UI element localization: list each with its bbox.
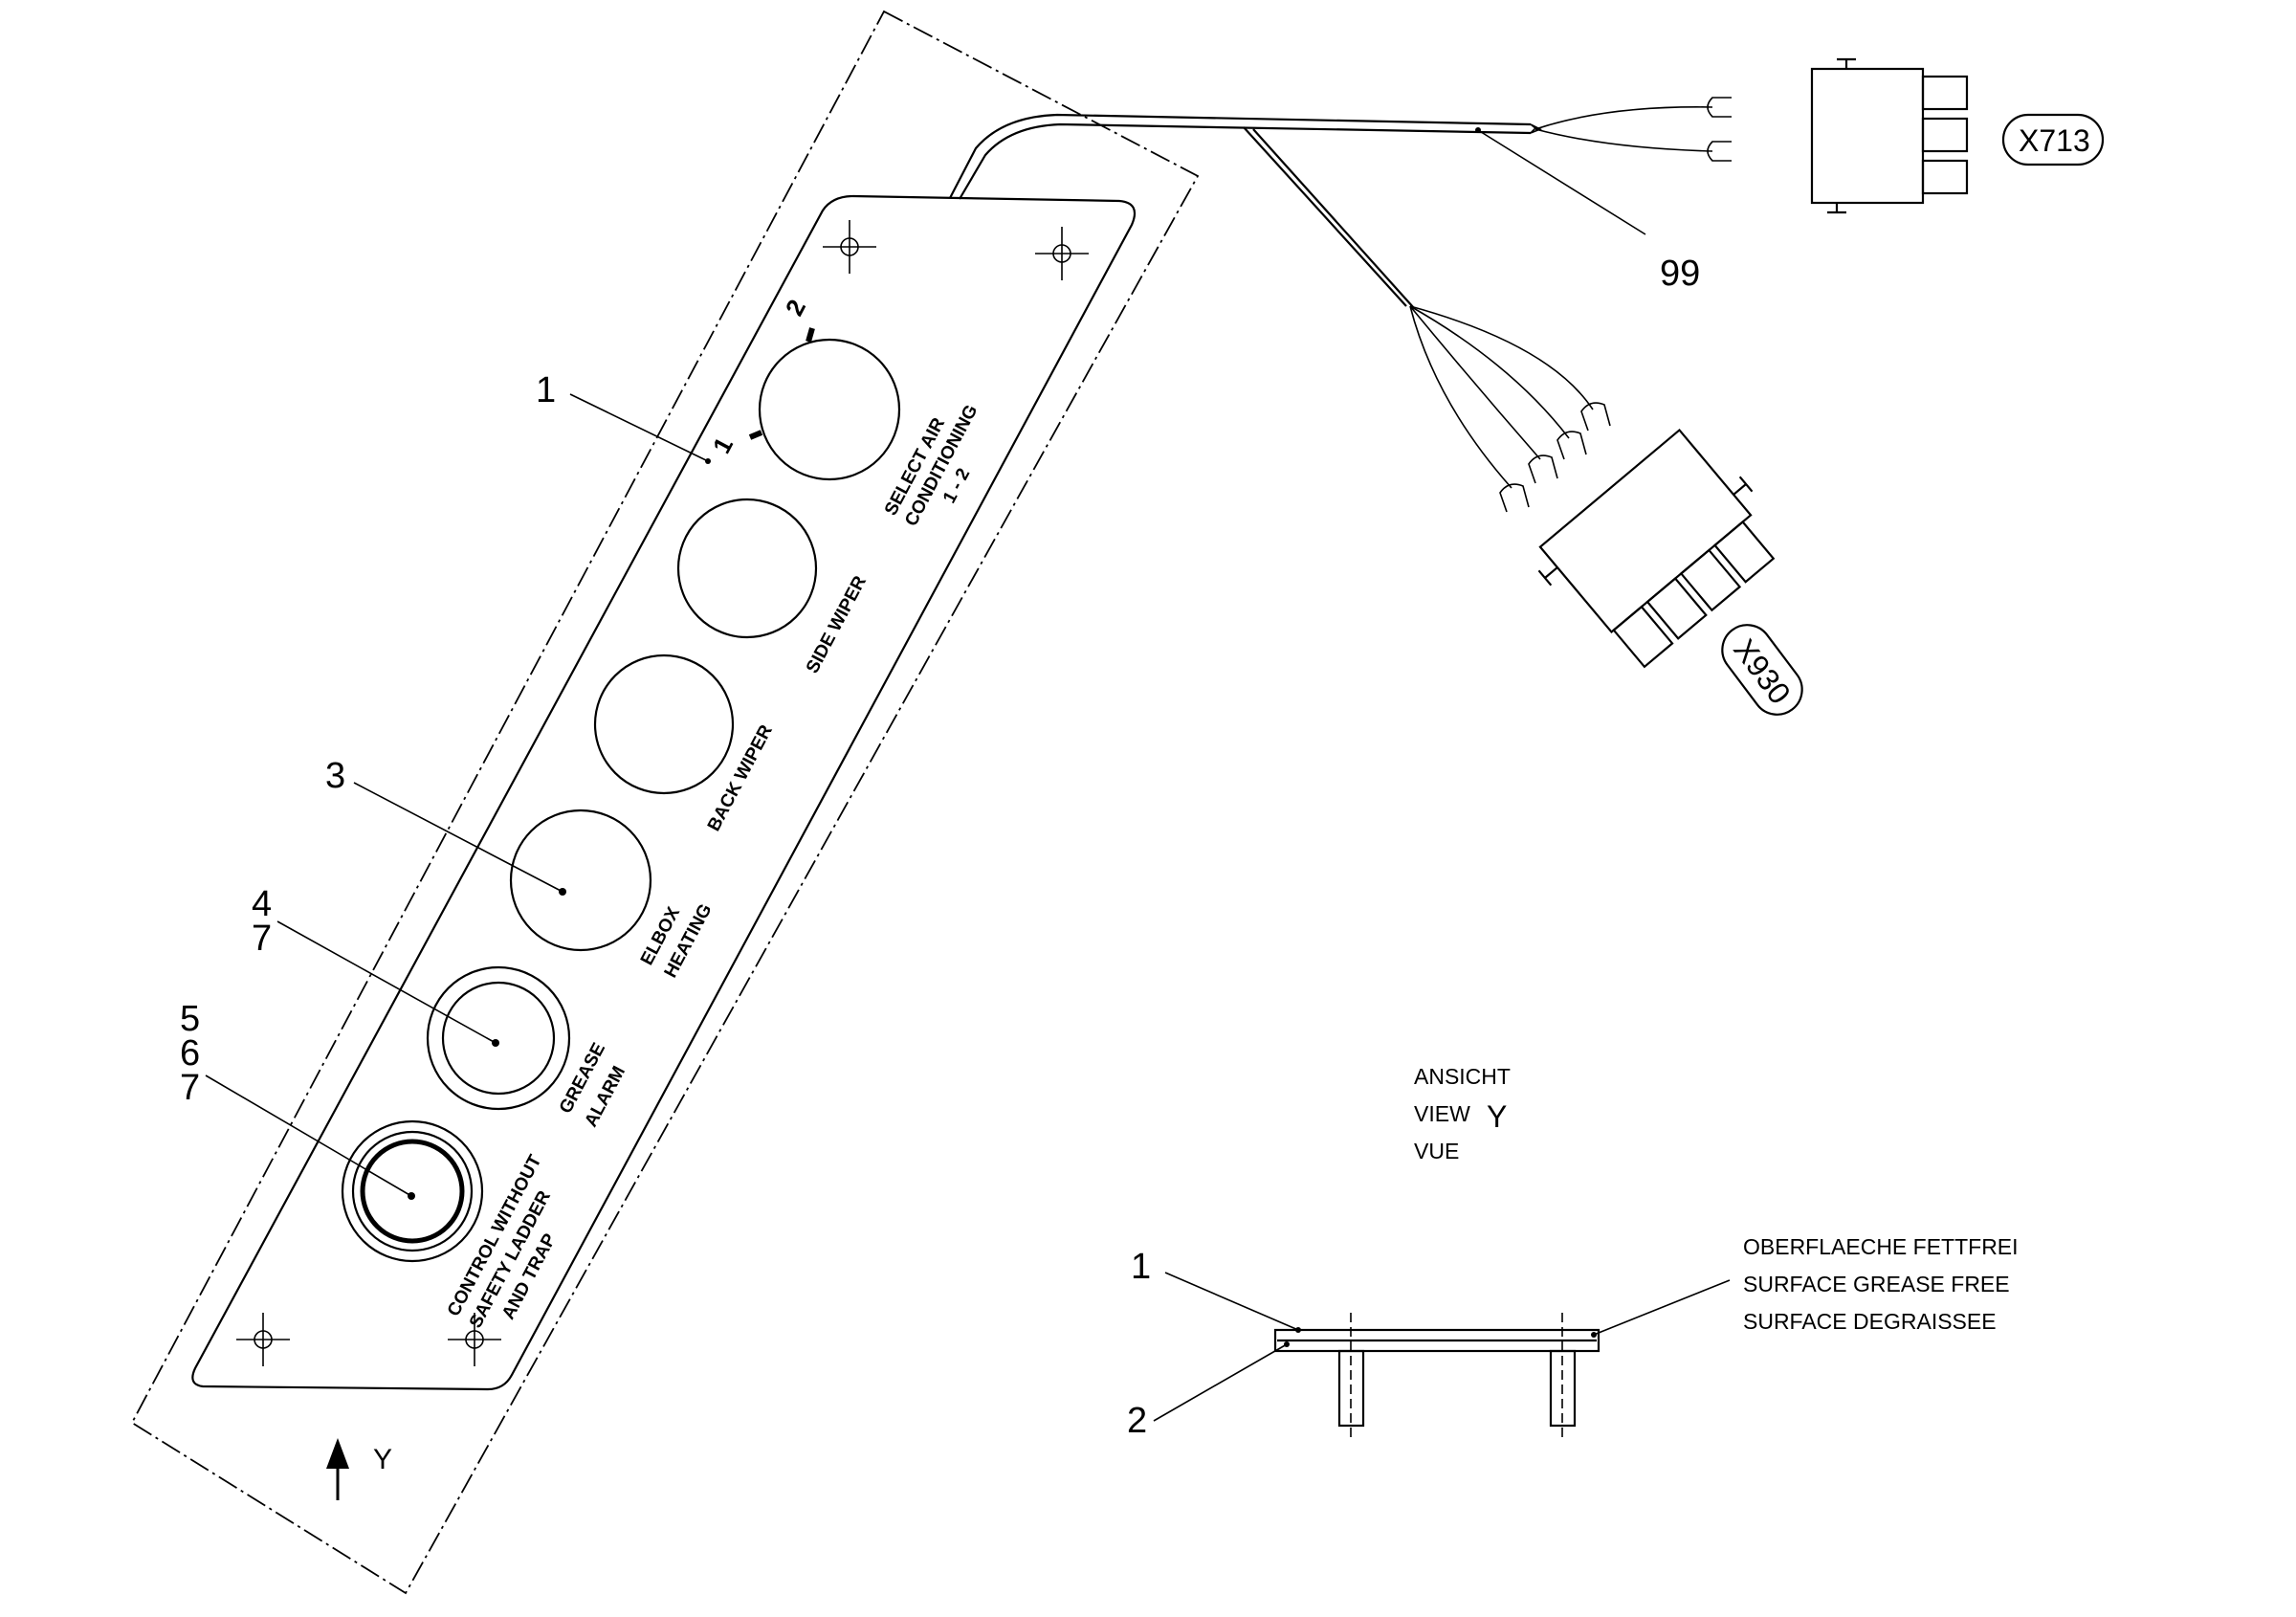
switch-panel — [191, 194, 1137, 1391]
callout-7-a: 7 — [252, 919, 272, 959]
main-cable — [949, 113, 1532, 199]
view-arrow-icon — [326, 1438, 349, 1500]
surface-note-fr: SURFACE DEGRAISSEE — [1743, 1309, 1997, 1334]
selector-position-2: 2 — [780, 295, 811, 321]
wire-terminal — [1499, 483, 1530, 513]
surface-note-en: SURFACE GREASE FREE — [1743, 1272, 2010, 1296]
control-switch-ring — [351, 1130, 474, 1252]
leader-4-7 — [276, 920, 497, 1044]
panel-side-view — [1273, 1328, 1601, 1428]
connector-x713-label: X713 — [2019, 123, 2090, 158]
control-switch — [341, 1119, 484, 1263]
label-control-without-safety-ladder: CONTROL WITHOUT SAFETY LADDER AND TRAP — [444, 1152, 561, 1332]
mounting-screw-icon — [823, 220, 876, 274]
view-boundary — [130, 10, 1200, 1595]
connector-x930 — [1537, 428, 1776, 669]
wire-terminal — [1528, 454, 1558, 484]
callout-4: 4 — [252, 884, 272, 924]
mounting-screw-icon — [448, 1313, 501, 1366]
view-arrow-letter: Y — [373, 1444, 392, 1475]
selector-position-1: 1 — [707, 432, 739, 458]
side-wiper-switch — [676, 498, 818, 639]
view-caption-vue: VUE — [1414, 1139, 1459, 1163]
wire — [1409, 305, 1594, 410]
callout-6: 6 — [180, 1033, 200, 1074]
label-back-wiper: BACK WIPER — [704, 721, 777, 834]
view-caption-ansicht: ANSICHT — [1414, 1064, 1511, 1089]
leader-99 — [1477, 129, 1646, 235]
selector-tick-2 — [806, 327, 815, 343]
grease-alarm-lamp — [426, 965, 571, 1111]
connector-x930-label: X930 — [1727, 632, 1798, 710]
callout-side-1: 1 — [1131, 1247, 1151, 1287]
selector-tick-1 — [748, 430, 763, 440]
wire-terminal — [1707, 97, 1732, 118]
branch-cable-edge — [1252, 128, 1415, 309]
back-wiper-switch — [593, 653, 735, 795]
connector-x713 — [1810, 57, 1969, 214]
leader-3 — [353, 782, 563, 893]
wire-terminal — [1580, 402, 1611, 432]
leader-side-1 — [1164, 1272, 1299, 1331]
leader-side-2 — [1153, 1343, 1288, 1422]
wire — [1534, 106, 1713, 130]
wire-terminal — [1707, 141, 1732, 162]
view-caption-letter: Y — [1487, 1099, 1507, 1134]
branch-cable — [1243, 126, 1407, 307]
wire — [1409, 305, 1541, 460]
leader-5-6-7 — [205, 1074, 412, 1197]
callout-side-2: 2 — [1127, 1401, 1147, 1441]
main-cable-edge — [959, 122, 1532, 200]
elbox-heating-switch — [509, 808, 652, 952]
callout-1: 1 — [536, 370, 556, 410]
connector-x713-badge — [2001, 113, 2105, 166]
wire — [1409, 305, 1570, 439]
connector-x930-badge: X930 — [1721, 624, 1803, 716]
control-switch-core — [360, 1139, 465, 1244]
wire — [1409, 305, 1512, 489]
view-caption-view: VIEW — [1414, 1101, 1470, 1126]
leader-1 — [569, 393, 709, 462]
wire-terminal — [1556, 431, 1587, 460]
air-conditioning-selector-switch — [758, 338, 901, 481]
mounting-screw-icon — [236, 1313, 290, 1366]
leader-surface — [1593, 1279, 1731, 1336]
callout-7-b: 7 — [180, 1068, 200, 1108]
callout-99: 99 — [1660, 254, 1700, 294]
label-elbox-heating: ELBOX HEATING — [637, 900, 717, 981]
callout-3: 3 — [325, 756, 345, 796]
wire — [1534, 128, 1713, 152]
cable-end-x713 — [1530, 123, 1542, 134]
surface-note-de: OBERFLAECHE FETTFREI — [1743, 1234, 2019, 1259]
grease-alarm-lamp-inner — [441, 981, 556, 1096]
mounting-screw-icon — [1035, 227, 1089, 280]
callout-5: 5 — [180, 999, 200, 1039]
